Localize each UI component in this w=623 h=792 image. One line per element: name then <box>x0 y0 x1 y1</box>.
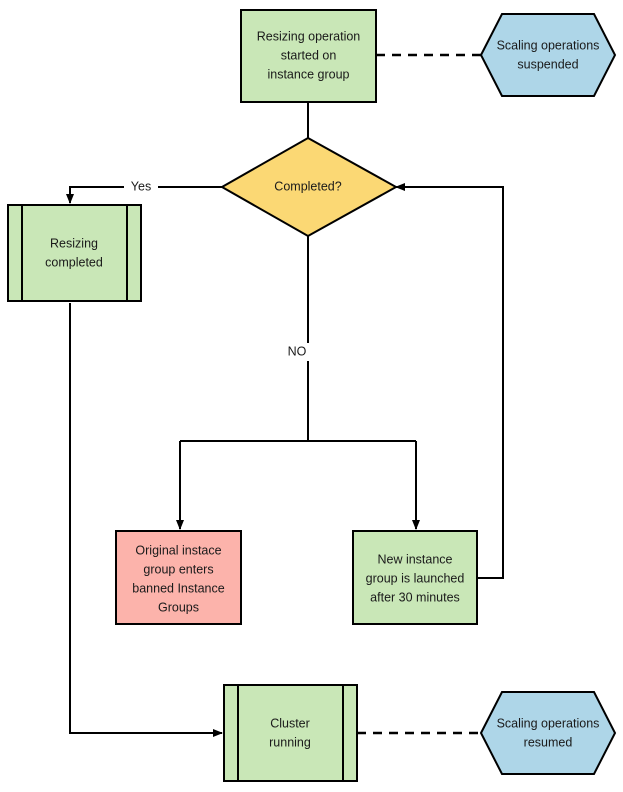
new-instance-group-line-3: after 30 minutes <box>370 590 460 604</box>
node-scaling-resumed[interactable]: Scaling operations resumed <box>479 691 617 775</box>
node-completed-decision[interactable]: Completed? <box>219 136 399 238</box>
edge-label-yes: Yes <box>124 178 158 196</box>
edge-label-yes-bg <box>124 178 158 196</box>
scaling-suspended-line-1: Scaling operations <box>497 38 600 52</box>
node-resizing-started[interactable]: Resizing operation started on instance g… <box>240 9 377 103</box>
new-instance-group-line-2: group is launched <box>366 571 465 585</box>
scaling-suspended-hexagon[interactable] <box>479 13 617 97</box>
edge-resizing-to-cluster <box>69 303 223 737</box>
scaling-resumed-line-2: resumed <box>524 735 573 749</box>
resizing-started-box[interactable] <box>240 9 377 103</box>
edge-new-group-retry <box>395 183 504 579</box>
new-instance-group-line-1: New instance <box>377 552 452 566</box>
banned-instance-groups-line-3: banned Instance <box>132 581 224 595</box>
node-cluster-running[interactable]: Cluster running <box>223 684 358 782</box>
new-instance-group-box[interactable] <box>352 530 478 625</box>
scaling-resumed-line-1: Scaling operations <box>497 716 600 730</box>
completed-decision-diamond[interactable] <box>219 136 399 238</box>
node-banned-instance-groups[interactable]: Original instace group enters banned Ins… <box>115 530 242 625</box>
banned-instance-groups-box[interactable] <box>115 530 242 625</box>
edge-label-yes-text: Yes <box>131 179 151 193</box>
scaling-suspended-line-2: suspended <box>517 57 578 71</box>
edge-decision-yes <box>66 186 222 204</box>
edge-label-no-text: NO <box>288 344 307 358</box>
cluster-running-line-2: running <box>269 735 311 749</box>
resizing-started-line-1: Resizing operation <box>257 29 361 43</box>
scaling-resumed-hexagon[interactable] <box>479 691 617 775</box>
banned-instance-groups-line-2: group enters <box>143 562 213 576</box>
node-scaling-suspended[interactable]: Scaling operations suspended <box>479 13 617 97</box>
banned-instance-groups-line-1: Original instace <box>135 543 221 557</box>
node-new-instance-group[interactable]: New instance group is launched after 30 … <box>352 530 478 625</box>
edge-label-no-bg <box>283 343 313 361</box>
completed-decision-label: Completed? <box>274 179 341 193</box>
banned-instance-groups-line-4: Groups <box>158 600 199 614</box>
resizing-completed-box[interactable] <box>7 204 142 302</box>
node-resizing-completed[interactable]: Resizing completed <box>7 204 142 302</box>
cluster-running-box[interactable] <box>223 684 358 782</box>
resizing-started-line-3: instance group <box>267 67 349 81</box>
cluster-running-line-1: Cluster <box>270 716 310 730</box>
resizing-completed-line-1: Resizing <box>50 236 98 250</box>
edge-label-no: NO <box>283 343 313 361</box>
resizing-completed-line-2: completed <box>45 255 103 269</box>
resizing-started-line-2: started on <box>281 48 337 62</box>
